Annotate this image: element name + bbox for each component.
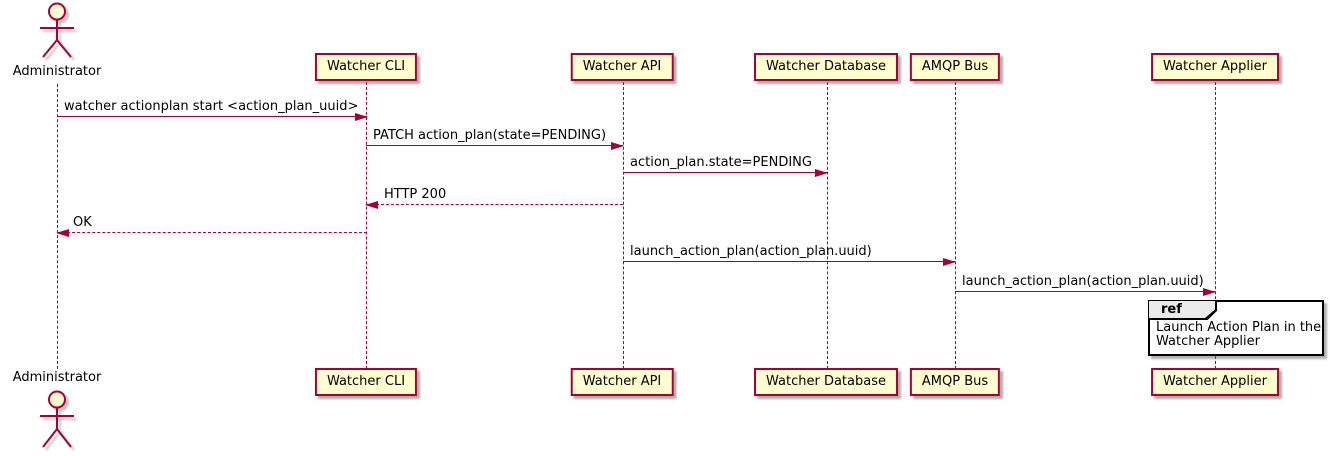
ref-text: Launch Action Plan in the Watcher Applie… (1156, 321, 1321, 349)
message-label: PATCH action_plan(state=PENDING) (373, 128, 607, 143)
ref-keyword: ref (1161, 302, 1182, 317)
arrowhead-icon (355, 113, 368, 121)
message-http-200: HTTP 200 (365, 185, 623, 209)
message-label: HTTP 200 (384, 187, 447, 202)
lifeline-administrator (57, 84, 58, 369)
arrowhead-icon (943, 258, 956, 266)
message-patch-action-plan: PATCH action_plan(state=PENDING) (366, 126, 624, 150)
lifeline-amqp-bus (955, 82, 956, 369)
message-state-pending: action_plan.state=PENDING (623, 153, 828, 177)
ref-fragment: ref Launch Action Plan in the Watcher Ap… (1148, 300, 1324, 356)
lifeline-watcher-applier (1215, 82, 1216, 369)
participant-watcher-database-top: Watcher Database (754, 53, 898, 81)
arrowhead-icon (56, 229, 69, 237)
ref-tab-fill (1149, 301, 1215, 318)
participant-watcher-cli-top: Watcher CLI (314, 53, 418, 81)
actor-icon-bottom (40, 390, 74, 448)
lifeline-watcher-cli (366, 82, 367, 369)
message-line (57, 116, 367, 117)
message-line (623, 172, 827, 173)
participant-watcher-applier-top: Watcher Applier (1151, 53, 1279, 81)
participant-watcher-database-bottom: Watcher Database (754, 368, 898, 396)
ref-tab: ref (1149, 301, 1217, 320)
arrowhead-icon (365, 201, 378, 209)
message-line (366, 145, 623, 146)
participant-amqp-bus-top: AMQP Bus (909, 53, 1001, 81)
lifeline-watcher-database (827, 82, 828, 369)
ref-text-line2: Watcher Applier (1156, 334, 1260, 349)
actor-label-bottom: Administrator (12, 370, 102, 385)
participant-amqp-bus-bottom: AMQP Bus (909, 368, 1001, 396)
message-launch-action-plan-amqp: launch_action_plan(action_plan.uuid) (623, 242, 956, 266)
participant-watcher-api-top: Watcher API (570, 53, 674, 81)
arrowhead-icon (815, 169, 828, 177)
message-line (955, 291, 1215, 292)
lifeline-watcher-api (623, 82, 624, 369)
message-ok: OK (56, 213, 367, 237)
message-label: watcher actionplan start <action_plan_uu… (64, 99, 359, 114)
participant-watcher-cli-bottom: Watcher CLI (314, 368, 418, 396)
participant-watcher-api-bottom: Watcher API (570, 368, 674, 396)
actor-label-top: Administrator (12, 64, 102, 79)
message-actionplan-start: watcher actionplan start <action_plan_uu… (57, 97, 368, 121)
participant-watcher-applier-bottom: Watcher Applier (1151, 368, 1279, 396)
message-label: launch_action_plan(action_plan.uuid) (962, 274, 1204, 289)
message-launch-action-plan-applier: launch_action_plan(action_plan.uuid) (955, 272, 1216, 296)
arrowhead-icon (1203, 288, 1216, 296)
message-line (366, 204, 623, 205)
message-line (623, 261, 955, 262)
actor-icon (40, 2, 74, 58)
ref-text-line1: Launch Action Plan in the (1156, 320, 1322, 335)
message-label: OK (73, 215, 92, 230)
message-line (57, 232, 367, 233)
message-label: launch_action_plan(action_plan.uuid) (630, 244, 872, 259)
message-label: action_plan.state=PENDING (630, 155, 812, 170)
arrowhead-icon (611, 142, 624, 150)
